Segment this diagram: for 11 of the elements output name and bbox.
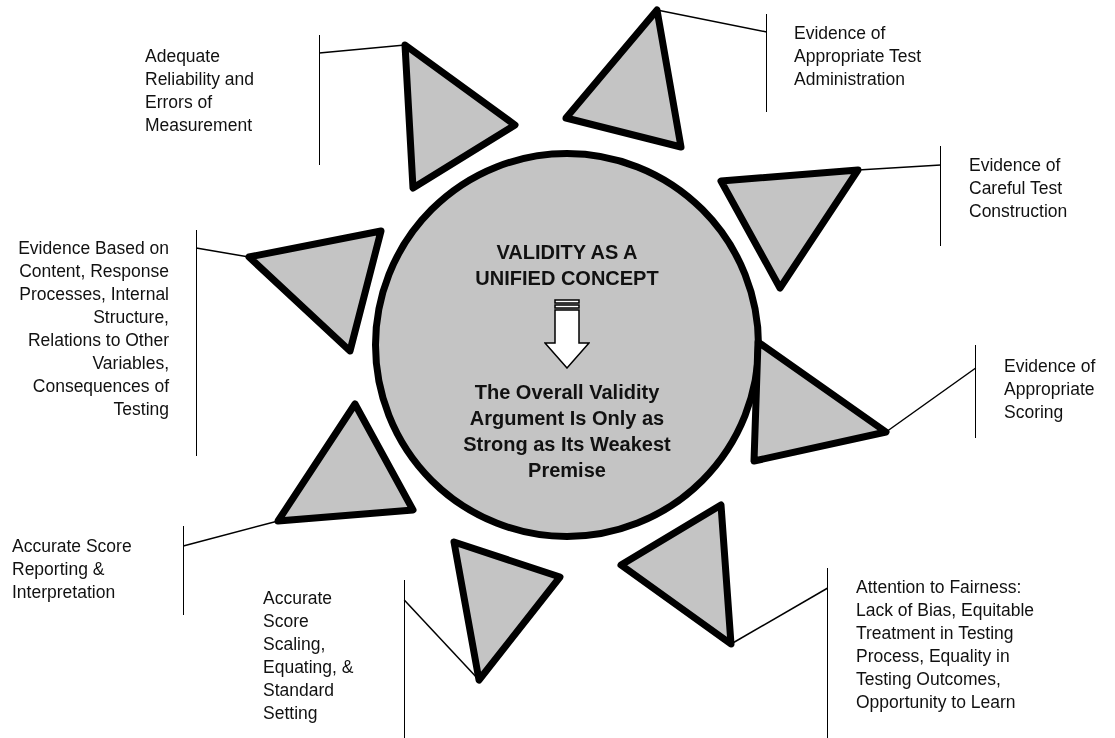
circle-text: The Overall Validity Argument Is Only as Strong as Its Weakest Premise	[462, 380, 672, 483]
callout-text: Evidence of Appropriate Test Administration	[794, 22, 923, 91]
callout-text: Evidence of Appropriate Scoring	[1004, 355, 1097, 424]
callout-text: Adequate Reliability and Errors of Measurement	[145, 45, 255, 137]
circle-heading: VALIDITY AS A UNIFIED CONCEPT	[474, 240, 660, 291]
leader-line	[885, 367, 977, 433]
callout-text: Attention to Fairness: Lack of Bias, Equitable Treatment in Testing Process, Equality in Testing Outcomes, Opportunity to Learn	[856, 576, 1036, 714]
callout-text: Accurate Score Scaling, Equating, & Standard Setting	[263, 587, 355, 725]
callout-text: Evidence of Careful Test Construction	[969, 154, 1069, 223]
callout-text: Evidence Based on Content, Response Processes, Internal Structure, Relations to Other Variables, Consequences of Testing	[17, 237, 169, 421]
callout-text: Accurate Score Reporting & Interpretation	[12, 535, 133, 604]
